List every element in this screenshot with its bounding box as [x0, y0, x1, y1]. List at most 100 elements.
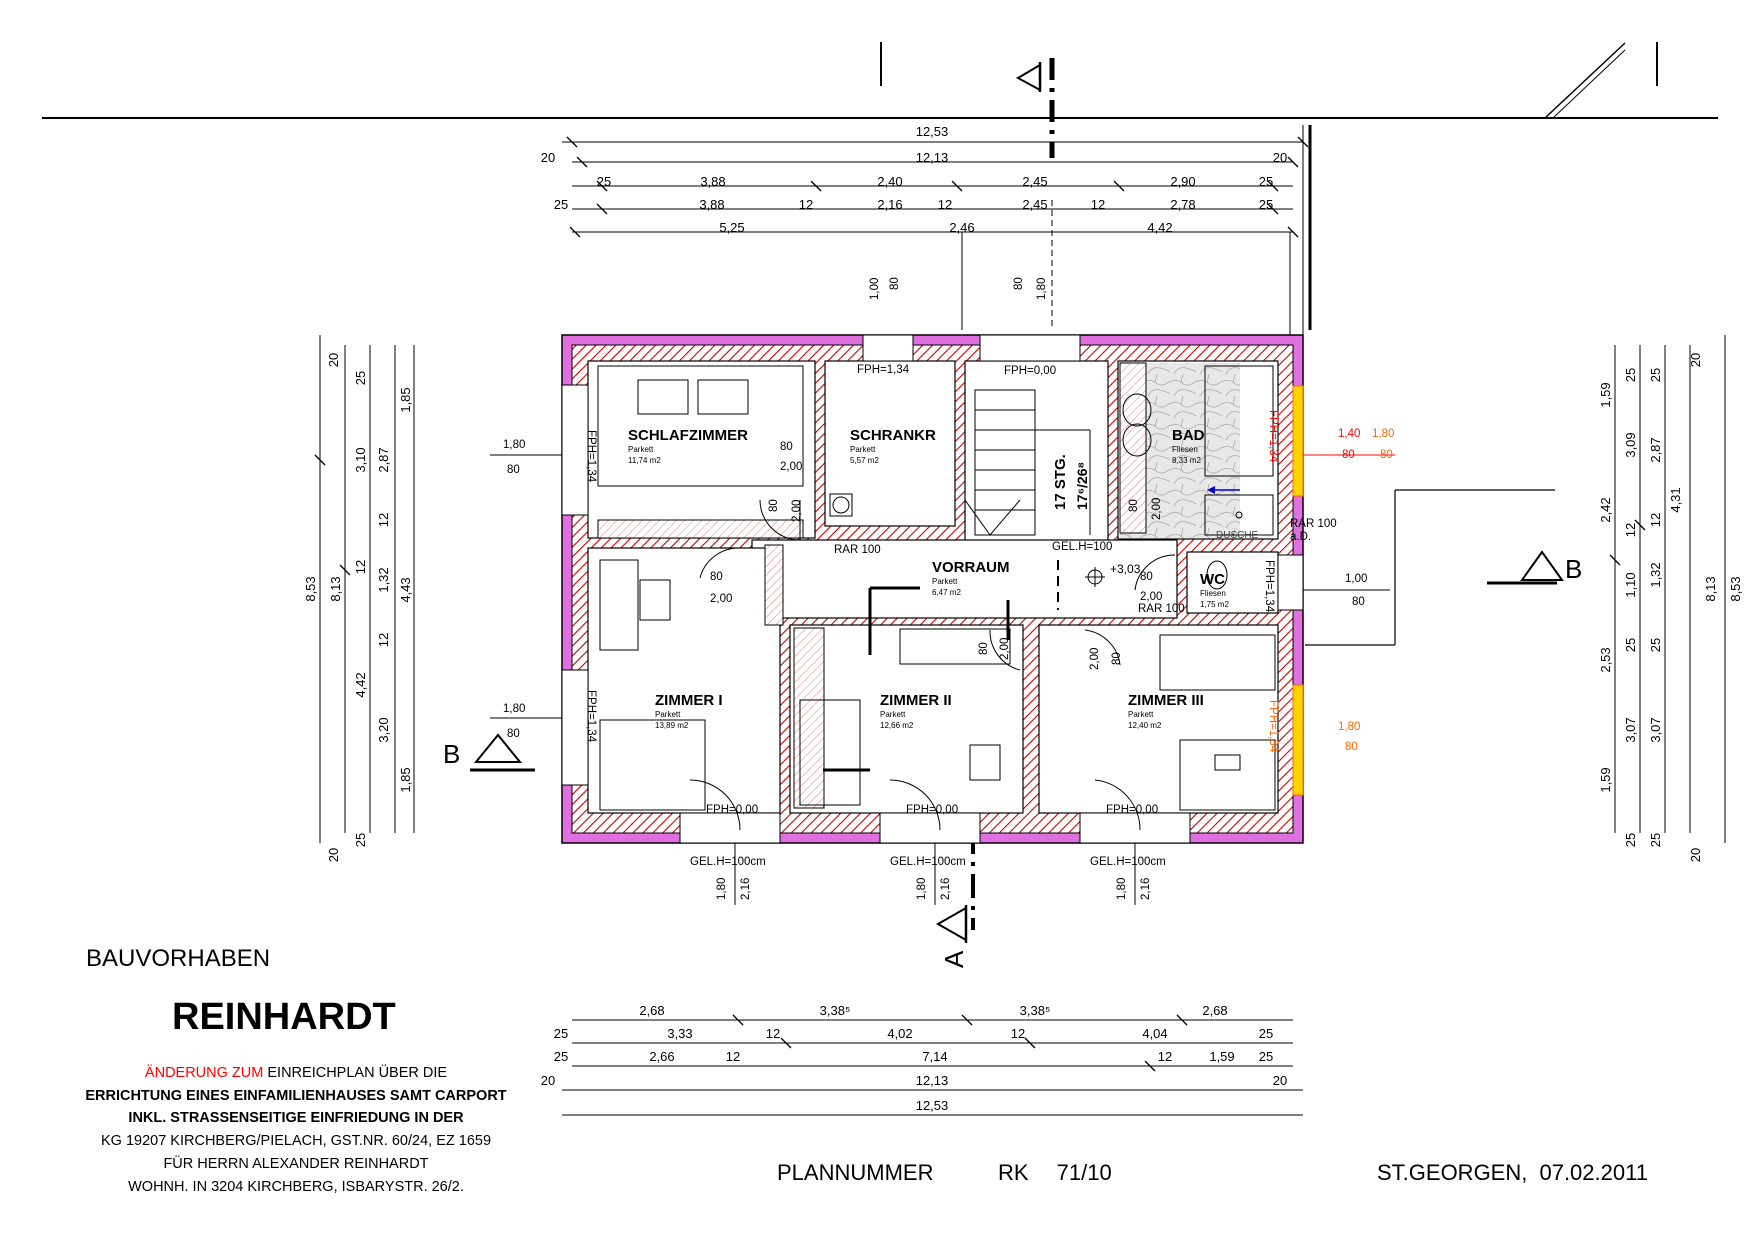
- dim-right-c1-1: 2,42: [1598, 497, 1613, 522]
- dim-left-c2-1: 12: [353, 560, 368, 574]
- dim-bot-r3-5: 1,59: [1209, 1049, 1234, 1064]
- dim-left-c4-3: 1,32: [376, 567, 391, 592]
- dim-left-c4-0: 1,85: [398, 387, 413, 412]
- dim-bot-r3-0: 25: [554, 1049, 568, 1064]
- dim-top-r3-1: 2,46: [949, 220, 974, 235]
- project-label: BAUVORHABEN: [86, 945, 271, 972]
- win-bot-z3-h: 2,16: [1140, 878, 1152, 900]
- furniture: [597, 365, 1276, 811]
- door-w-vorraum: 80: [768, 499, 780, 512]
- door-w-z1: 80: [710, 571, 723, 583]
- gel-zimmer3: GEL.H=100cm: [1090, 856, 1166, 868]
- dim-bot-r2-3: 4,02: [887, 1026, 912, 1041]
- win-h-bad-old: 80: [1380, 449, 1393, 461]
- room-floor-zimmer2: Parkett: [880, 710, 906, 719]
- dim-bot-overall: 12,53: [916, 1098, 949, 1113]
- win-w-bad-old: 1,80: [1372, 428, 1394, 440]
- room-floor-wc: Fliesen: [1200, 589, 1226, 598]
- dim-left-c4-1: 2,87: [376, 447, 391, 472]
- dim-right-c4-0: 20: [1688, 353, 1703, 367]
- room-name-zimmer1: ZIMMER I: [655, 692, 723, 709]
- dim-left-c2-0: 4,42: [353, 672, 368, 697]
- dim-left-c3-1: 25: [353, 371, 368, 385]
- dusche-label: DUSCHE: [1216, 530, 1259, 541]
- dim-right-c1-4: 1,59: [1598, 767, 1613, 792]
- door-h-vorraum: 2,00: [791, 500, 803, 522]
- win-h-z3-old: 80: [1345, 741, 1358, 753]
- room-area-bad: 8,33 m2: [1172, 456, 1201, 465]
- dim-right-c3-6: 25: [1648, 833, 1663, 847]
- dim-right-overall: 8,53: [1728, 576, 1743, 601]
- changed-windows: [1292, 385, 1304, 796]
- room-schlafzimmer: [587, 360, 816, 539]
- room-floor-bad: Fliesen: [1172, 445, 1198, 454]
- door-w-schlaf: 80: [780, 441, 793, 453]
- dim-top-r1-3: 2,45: [1022, 174, 1047, 189]
- dim-bot-r2-1: 3,33: [667, 1026, 692, 1041]
- fph-stair: FPH=0,00: [1004, 365, 1056, 377]
- win-bot-z2-w: 1,80: [916, 878, 928, 900]
- win-w-schlaf: 1,80: [503, 439, 525, 451]
- section-b-right-letter: B: [1565, 554, 1582, 584]
- dim-right-c1-0: 1,59: [1598, 382, 1613, 407]
- dim-bot-r3-2: 12: [726, 1049, 740, 1064]
- section-letters: A B B: [443, 554, 1582, 968]
- dim-right-c3-4: 25: [1648, 638, 1663, 652]
- room-name-schrankr: SCHRANKR: [850, 427, 936, 444]
- win-w-z3-old: 1,80: [1338, 721, 1360, 733]
- rar-wc: RAR 100: [1138, 603, 1185, 615]
- room-floor-zimmer3: Parkett: [1128, 710, 1154, 719]
- dim-right-c2-3: 25: [1623, 638, 1638, 652]
- dim-right-c3-3: 1,32: [1648, 562, 1663, 587]
- stair-ratio: 17⁶/26⁸: [1074, 462, 1090, 510]
- fph-schrankr: FPH=1,34: [857, 364, 910, 376]
- room-area-schlafzimmer: 11,74 m2: [628, 456, 661, 465]
- dim-left-texts: 8,53 8,13 4,42 12 3,10 20 25 25 20 1,85 …: [303, 353, 413, 862]
- rar-bad: RAR 100: [1290, 518, 1337, 530]
- room-name-zimmer2: ZIMMER II: [880, 692, 952, 709]
- desc-line-1: ÄNDERUNG ZUM EINREICHPLAN ÜBER DIE: [60, 1062, 532, 1085]
- dim-bot-r1-3: 2,68: [1202, 1003, 1227, 1018]
- dim-left-overall: 8,53: [303, 576, 318, 601]
- room-vorraum: [751, 539, 1178, 619]
- fph-wc: FPH=1,34: [1263, 560, 1275, 613]
- dim-left-c4-6: 1,85: [398, 767, 413, 792]
- dim-bot-r3-3: 7,14: [922, 1049, 947, 1064]
- dim-bot-r2-2: 12: [766, 1026, 780, 1041]
- dim-left-c3-0: 20: [326, 353, 341, 367]
- fph-bad: FPH=1,34: [1267, 410, 1279, 463]
- doors: [689, 499, 1176, 831]
- desc-line-2: ERRICHTUNG EINES EINFAMILIENHAUSES SAMT …: [85, 1087, 507, 1104]
- stair-steps: 17 STG.: [1052, 454, 1069, 510]
- gel-zimmer1: GEL.H=100cm: [690, 856, 766, 868]
- desc-line-1-rest: EINREICHPLAN ÜBER DIE: [267, 1065, 448, 1081]
- fph-left-bottom: FPH=1,34: [585, 690, 597, 743]
- dimension-ticks: [314, 136, 1646, 1072]
- dim-bot-r3-4: 12: [1158, 1049, 1172, 1064]
- win-bot-z3-w: 1,80: [1116, 878, 1128, 900]
- dim-right-c2-2: 12: [1623, 523, 1638, 537]
- dim-right-c3-2: 12: [1648, 513, 1663, 527]
- wall-openings: [561, 334, 1304, 844]
- change-note: ÄNDERUNG ZUM: [144, 1065, 264, 1081]
- dim-left-c4-5: 3,20: [376, 717, 391, 742]
- fph-zimmer3: FPH=0,00: [1106, 804, 1158, 816]
- win-top-stair-h: 1,80: [1036, 278, 1048, 300]
- desc-line-3: INKL. STRASSENSEITIGE EINFRIEDUNG IN DER: [128, 1110, 464, 1127]
- place-date: ST.GEORGEN, 07.02.2011: [1377, 1160, 1648, 1185]
- room-area-zimmer3: 12,40 m2: [1128, 721, 1162, 730]
- room-wc: [1186, 551, 1279, 614]
- drain-arrow-icon: [1207, 486, 1240, 494]
- win-w-wc: 1,00: [1345, 573, 1367, 585]
- dim-right-c2-5: 25: [1623, 833, 1638, 847]
- dim-bot-r2-0: 25: [554, 1026, 568, 1041]
- dimension-lines: [319, 125, 1726, 1116]
- dim-bot-inner: 12,13: [916, 1073, 949, 1088]
- dim-right-c2-0: 25: [1623, 368, 1638, 382]
- level-value: +3,03: [1110, 562, 1141, 576]
- dim-top-texts: 12,53 12,13 20 20 25 3,88 2,40 2,45 2,90…: [541, 124, 1287, 235]
- staircase: [964, 389, 1091, 536]
- dim-top-overall: 12,53: [916, 124, 949, 139]
- dim-left-c3-2: 25: [353, 833, 368, 847]
- dim-right-c2-4: 3,07: [1623, 717, 1638, 742]
